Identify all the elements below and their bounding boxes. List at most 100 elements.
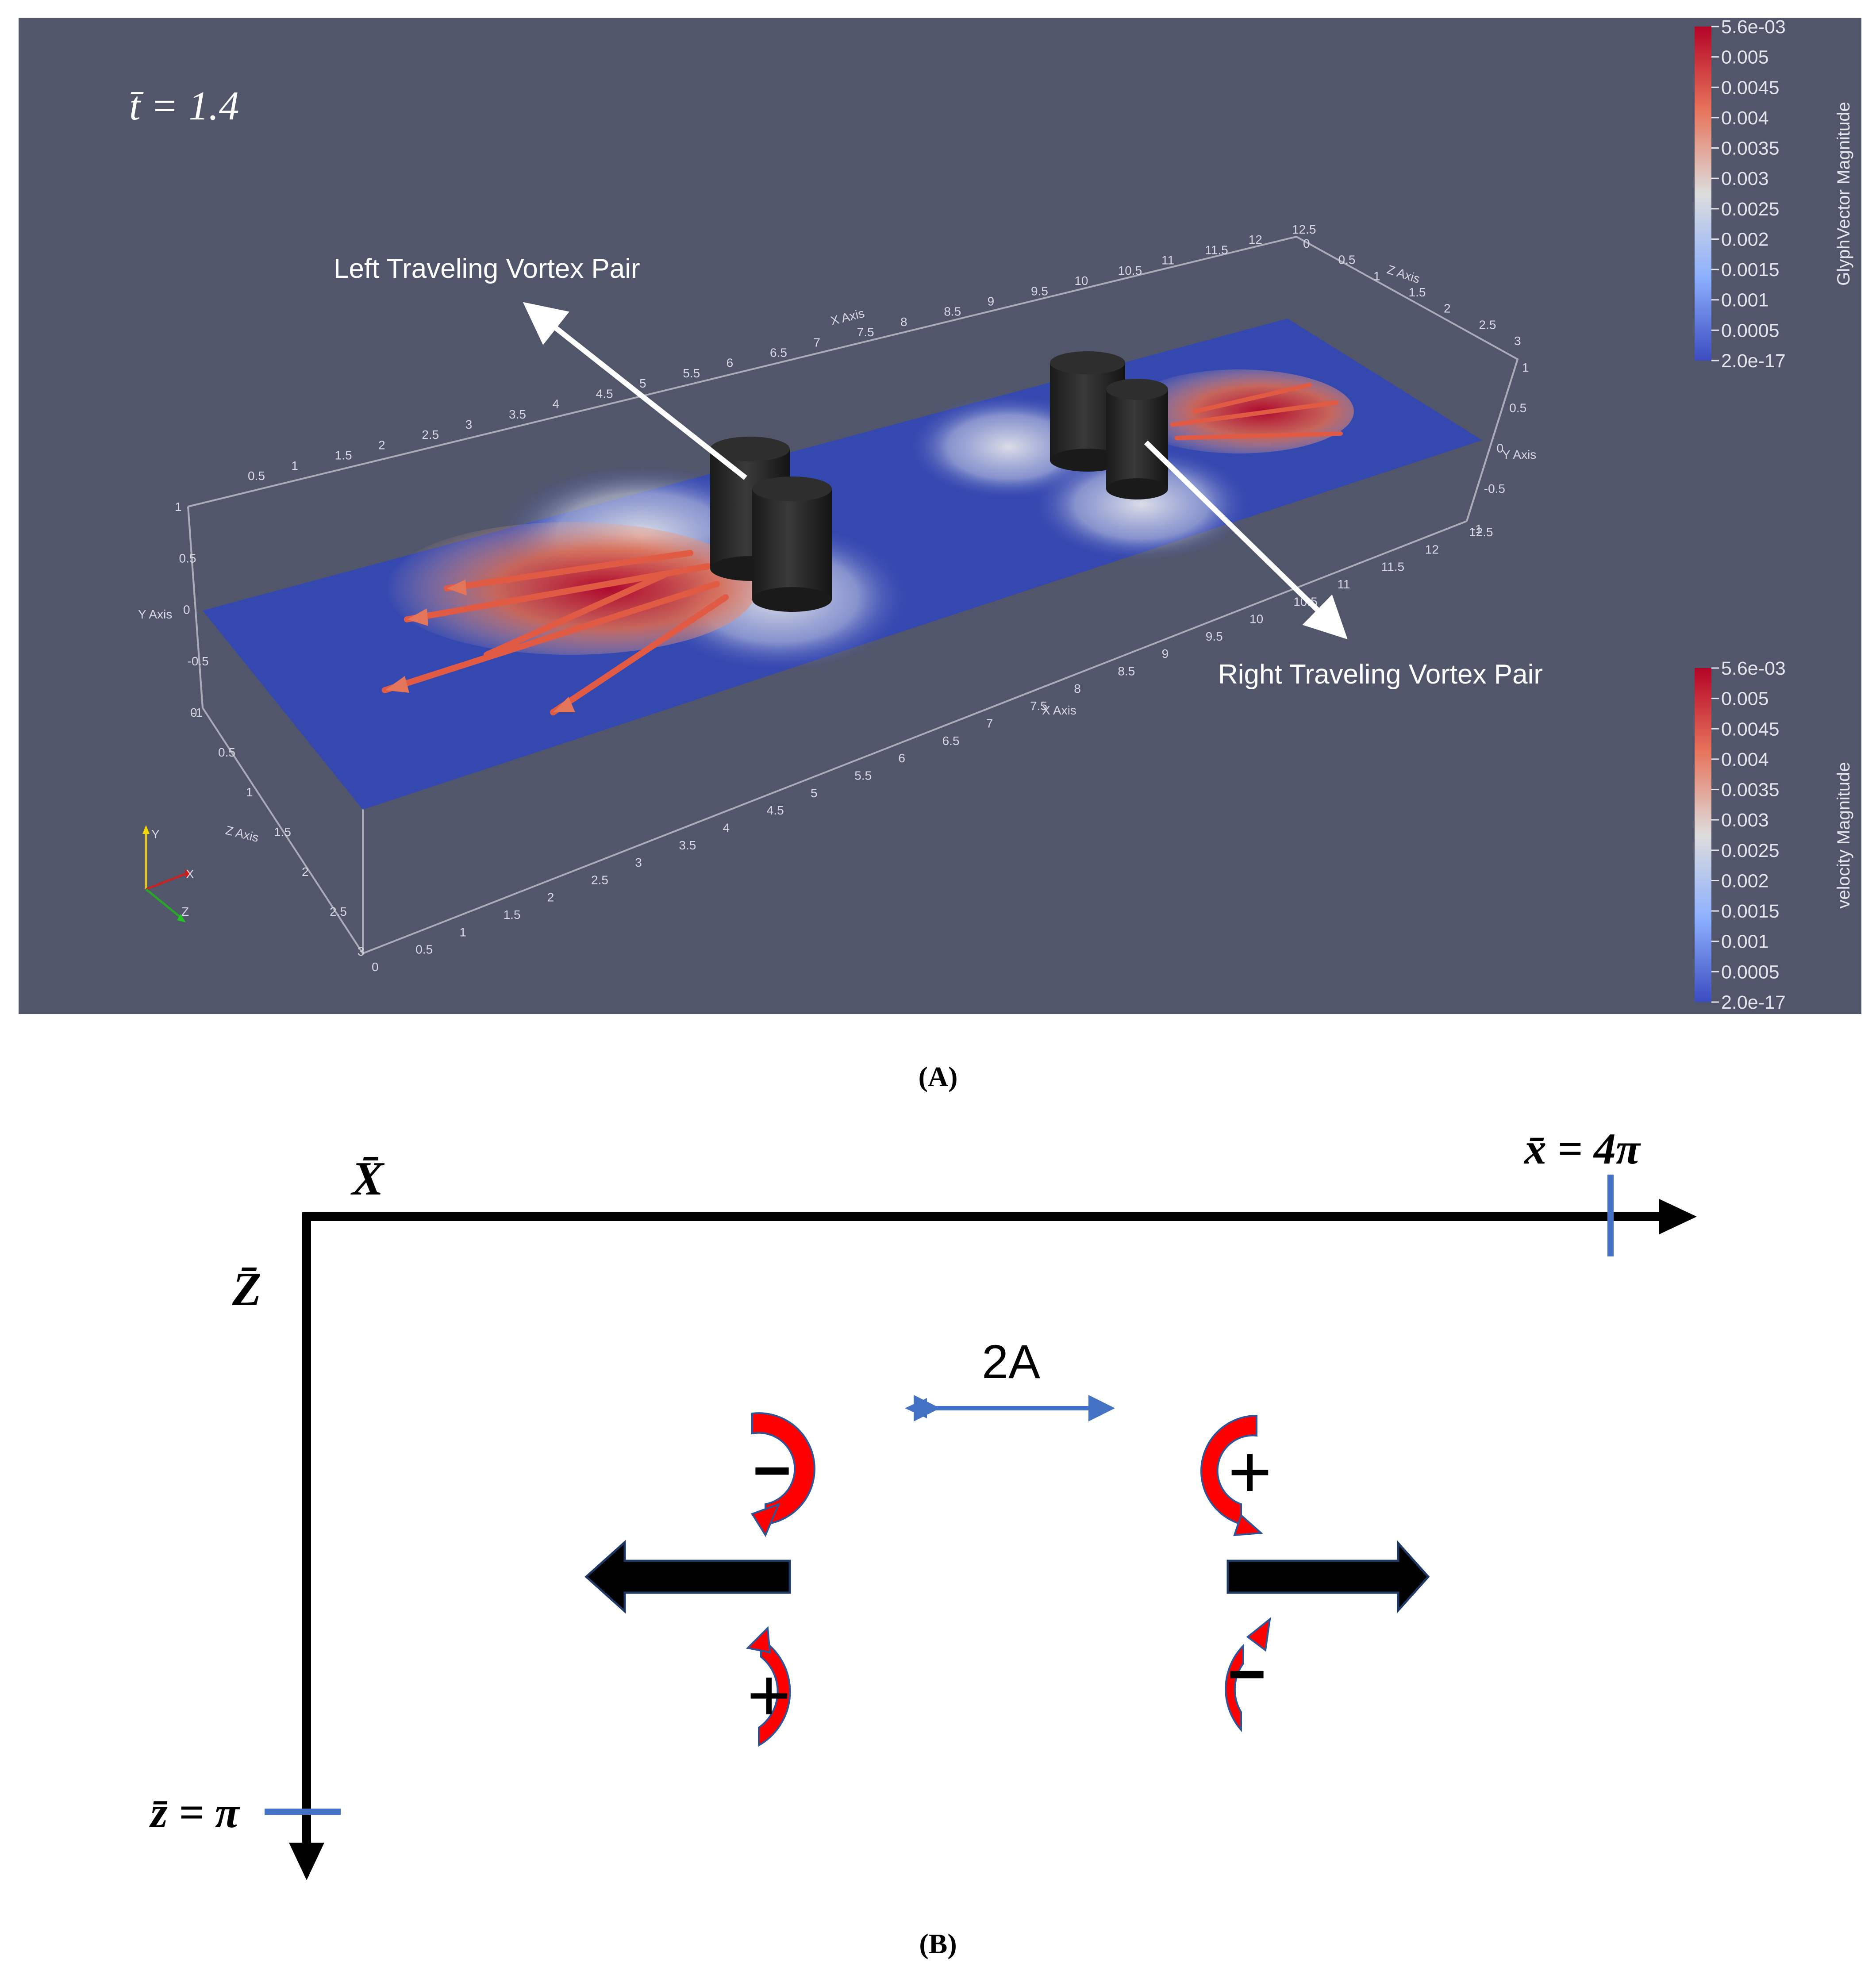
x-top-tick: 4 [552, 397, 559, 411]
panel-a: 0.5 1 1.5 2 2.5 3 3.5 4 4.5 5 5.5 6 6.5 7 7.5 8 8.5 9 9.5 1… [19, 16, 1861, 1014]
x-top-tick: 4.5 [596, 387, 613, 400]
colorbar-tick-label: 0.001 [1721, 931, 1769, 953]
x-top-tick: 9.5 [1031, 284, 1048, 298]
colorbar-tick-label: 0.0025 [1721, 840, 1780, 861]
y-left-tick: 0 [183, 603, 190, 617]
x-bottom-tick: 7 [986, 717, 993, 730]
y-axis-left-title: Y Axis [138, 607, 172, 621]
x-bottom-tick: 1 [459, 925, 466, 939]
caption-b: (B) [919, 1928, 957, 1959]
colorbar-glyphvector: 5.6e-030.0050.00450.0040.00350.0030.0025… [1695, 16, 1853, 372]
x-bottom-tick: 8 [1074, 682, 1081, 695]
left-top-vortex [750, 1412, 815, 1537]
x-bottom-tick: 3 [635, 856, 642, 869]
x-bottom-tick: 3.5 [679, 838, 696, 852]
z-right-tick: 2.5 [1479, 318, 1496, 331]
colorbar-tick-label: 0.0035 [1721, 780, 1780, 801]
x-top-tick: 6.5 [770, 346, 787, 360]
colorbar-tick-label: 0.001 [1721, 290, 1769, 311]
z-axis-right: 00.511.522.53 [1303, 237, 1521, 348]
x-top-tick: 11 [1161, 254, 1174, 267]
z-left-tick: 3 [358, 945, 365, 958]
x-axis-label: X̄ [350, 1152, 385, 1205]
z-left-tick: 0.5 [218, 745, 235, 759]
x-bottom-tick: 6.5 [942, 734, 960, 748]
x-bottom-tick: 7.5 [1030, 699, 1047, 713]
x-top-tick: 1 [291, 459, 298, 472]
colorbar-tick-label: 5.6e-03 [1721, 658, 1786, 679]
y-right-tick: -0.5 [1484, 482, 1505, 496]
colorbar-gradient [1695, 27, 1711, 361]
x-top-tick: 12.5 [1292, 223, 1316, 236]
colorbar-velocity: 5.6e-030.0050.00450.0040.00350.0030.0025… [1695, 658, 1853, 1013]
x-bottom-tick: 1.5 [504, 908, 521, 922]
z-left-tick: 1.5 [274, 825, 291, 839]
left-pair-label: Left Traveling Vortex Pair [334, 254, 640, 284]
x-top-tick: 5 [639, 376, 646, 390]
right-top-vortex [1200, 1414, 1263, 1536]
x-end-label: x̄ = 4π [1523, 1124, 1641, 1173]
x-bottom-tick: 4.5 [767, 803, 784, 817]
z-right-tick: 3 [1514, 334, 1521, 348]
x-top-tick: 6 [727, 356, 734, 370]
x-top-tick: 2.5 [422, 428, 439, 442]
x-top-tick: 9 [988, 294, 995, 308]
right-cylinders [1050, 351, 1168, 499]
x-top-tick: 8 [900, 315, 907, 329]
y-right-tick: -1 [1471, 522, 1482, 536]
triad-label-z: Z [181, 905, 189, 918]
x-bottom-tick: 4 [723, 821, 730, 834]
z-right-tick: 1 [1373, 269, 1380, 283]
z-axis-left: 00.511.522.53 [190, 706, 365, 958]
x-top-tick: 0.5 [248, 469, 265, 483]
y-axis-right-title: Y Axis [1502, 448, 1536, 461]
y-right-tick: 0.5 [1509, 401, 1526, 415]
x-bottom-tick: 5 [811, 786, 818, 800]
colorbar-tick-label: 0.002 [1721, 229, 1769, 250]
z-right-tick: 0.5 [1338, 253, 1356, 267]
separation-label: 2A [982, 1335, 1040, 1388]
right-top-sign: + [1228, 1430, 1272, 1514]
x-bottom-tick: 2 [547, 891, 554, 904]
y-right-tick: 0 [1497, 442, 1504, 455]
y-right-tick: 1 [1522, 361, 1529, 374]
x-bottom-tick: 12.5 [1469, 525, 1493, 539]
x-bottom-tick: 8.5 [1118, 665, 1135, 678]
colorbar-tick-label: 2.0e-17 [1721, 350, 1786, 372]
colorbar-tick-label: 0.0015 [1721, 259, 1780, 280]
y-left-tick: 1 [175, 500, 182, 514]
z-right-tick: 1.5 [1409, 285, 1426, 299]
x-top-tick: 12 [1249, 233, 1262, 246]
colorbar-tick-label: 0.002 [1721, 870, 1769, 891]
z-axis-arrowhead [289, 1843, 324, 1880]
colorbar-tick-label: 5.6e-03 [1721, 16, 1786, 38]
x-bottom-tick: 10 [1249, 612, 1263, 626]
left-top-sign: − [753, 1433, 792, 1507]
z-left-tick: 2 [302, 865, 309, 879]
colorbar-tick-label: 0.0005 [1721, 320, 1780, 341]
colorbar-tick-label: 0.004 [1721, 108, 1769, 129]
x-axis-arrowhead [1659, 1199, 1697, 1234]
x-bottom-tick: 9.5 [1206, 630, 1223, 643]
x-bottom-tick: 5.5 [854, 768, 872, 782]
x-top-tick: 8.5 [944, 305, 961, 319]
x-axis-bottom: 00.511.522.533.544.555.566.577.588.599.5… [372, 525, 1493, 974]
left-motion-arrow [584, 1540, 791, 1614]
caption-a: (A) [919, 1061, 958, 1092]
x-top-tick: 7.5 [857, 325, 874, 339]
y-axis-right: 1 0.5 0 -0.5 -1 [1471, 361, 1529, 536]
x-bottom-tick: 11 [1337, 577, 1350, 591]
y-left-tick: 0.5 [179, 551, 196, 565]
z-right-tick: 2 [1444, 302, 1451, 315]
z-axis-label: Z̄ [232, 1263, 261, 1316]
x-axis-bottom-title: X Axis [1042, 703, 1076, 717]
colorbar-tick-label: 0.0025 [1721, 199, 1780, 220]
panel-b: X̄ Z̄ x̄ = 4π z̄ = π 2A − + [149, 1124, 1697, 1880]
time-label: t̄ = 1.4 [129, 83, 239, 128]
x-top-tick: 10 [1074, 274, 1088, 288]
colorbar-tick-label: 2.0e-17 [1721, 992, 1786, 1013]
colorbar-tick-label: 0.005 [1721, 688, 1769, 710]
x-top-tick: 3.5 [509, 407, 526, 421]
left-cylinders [710, 437, 832, 612]
left-bottom-sign: + [747, 1653, 791, 1737]
